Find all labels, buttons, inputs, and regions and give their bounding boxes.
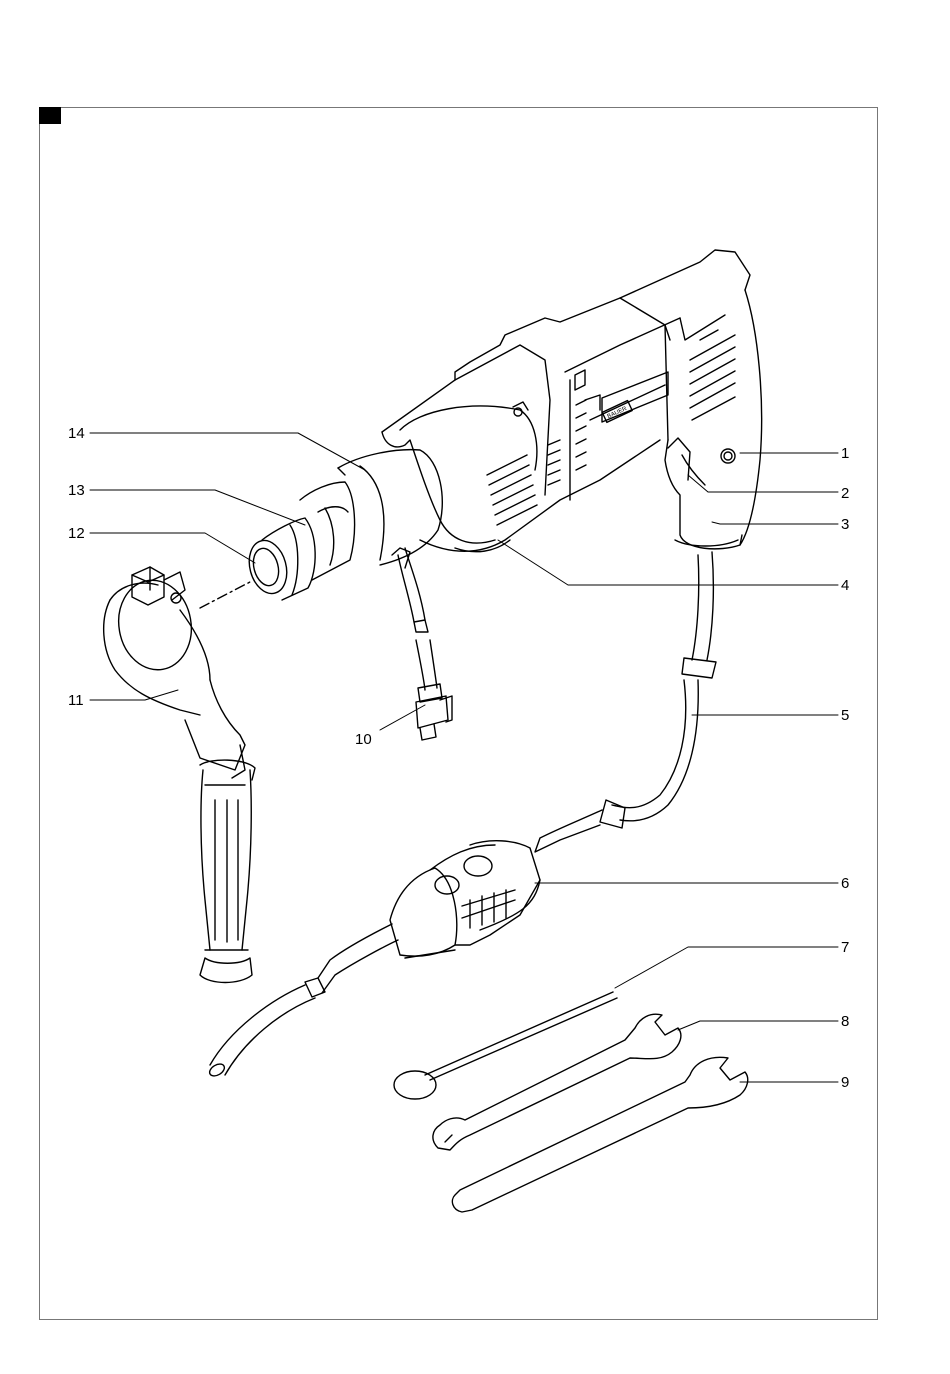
callout-4: 4 [841,577,849,594]
callout-12: 12 [68,525,85,542]
callout-3: 3 [841,516,849,533]
callout-1: 1 [841,445,849,462]
prcd-switch [208,800,625,1078]
callout-13: 13 [68,482,85,499]
pin-wrench [394,992,617,1099]
open-end-wrench-large [452,1057,747,1212]
callout-labels: 1 2 3 4 5 6 7 8 9 10 11 12 13 14 [68,425,849,1091]
callout-8: 8 [841,1013,849,1030]
water-hose [392,548,452,740]
drill-body [244,250,762,600]
callout-7: 7 [841,939,849,956]
callout-14: 14 [68,425,85,442]
callout-11: 11 [68,692,84,709]
callout-9: 9 [841,1074,849,1091]
leader-lines [90,433,838,1082]
callout-2: 2 [841,485,849,502]
power-cord [612,552,716,821]
side-handle [104,567,255,983]
callout-5: 5 [841,707,849,724]
callout-10: 10 [355,731,372,748]
callout-6: 6 [841,875,849,892]
